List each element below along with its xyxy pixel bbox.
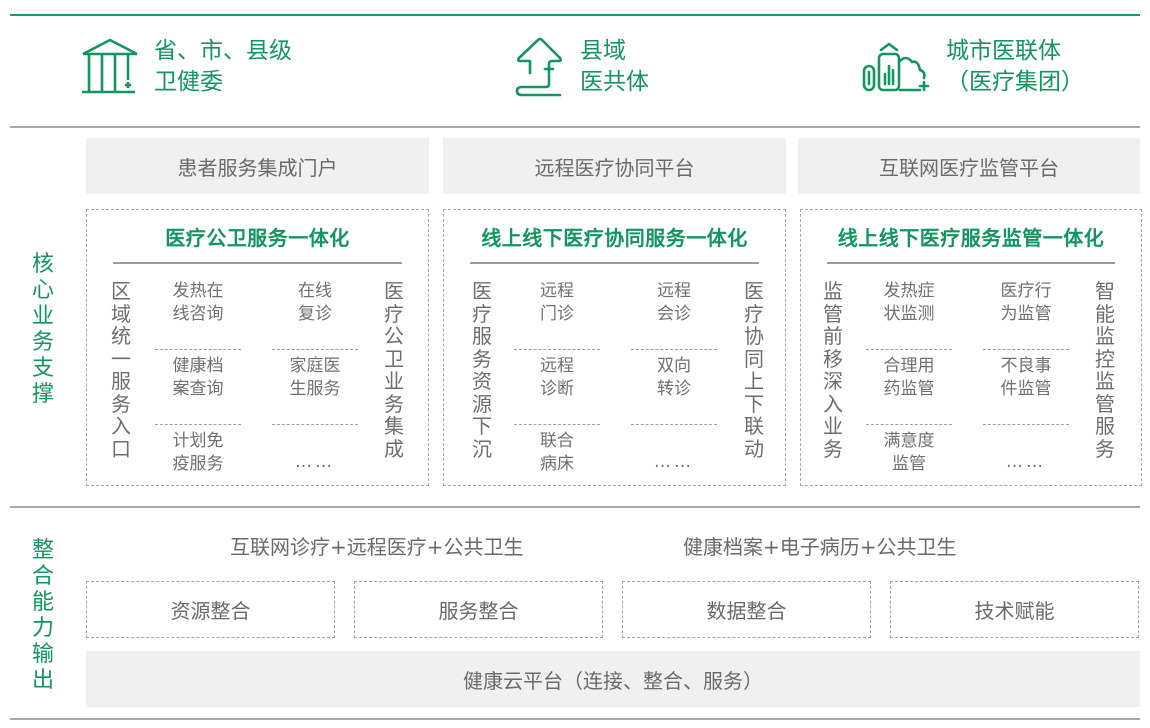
panel-title: 线上线下医疗协同服务一体化 [481,226,748,250]
panel-medical-supervision: 线上线下医疗服务监管一体化 监管 前移 深入 业务 发热症状监测 合理用药监管 … [800,209,1142,486]
service-column-2: 医疗行为监管 不良事件监管 …… [983,280,1069,495]
core-business-support-label: 核 心 业 务 支 撑 [28,252,58,408]
side-char: 整 [31,538,54,563]
city-cloud-icon [862,42,930,92]
ellipsis-cell: …… [654,452,694,472]
panel-title: 线上线下医疗服务监管一体化 [837,226,1105,250]
service-cell: 医疗行为监管 [1000,281,1052,324]
service-column-2: 远程会诊 双向转诊 …… [631,280,717,495]
header-divider [10,126,1140,128]
right-vertical-label: 医疗 公卫 业务 集成 [384,279,404,461]
header-item-county-medical-community: 县域 医共体 [514,36,649,98]
integration-headline-left: 互联网诊疗+远程医疗+公共卫生 [230,535,524,559]
side-char: 合 [31,564,54,589]
integration-headline-right: 健康档案+电子病历+公共卫生 [683,535,957,559]
cell-divider [272,424,358,425]
section-divider [10,506,1140,508]
left-vertical-label: 监管 前移 深入 业务 [823,279,843,461]
remote-medical-platform-bar: 远程医疗协同平台 [443,138,786,194]
header-line-2: 卫健委 [154,69,223,95]
side-char: 输 [31,642,54,667]
panel-title: 医疗公卫服务一体化 [165,226,350,250]
panel-rule [113,262,402,264]
cell-divider [155,424,241,425]
integration-capability-label: 整 合 能 力 输 出 [28,538,58,694]
ellipsis-cell: …… [1006,452,1046,472]
top-rule [10,14,1140,16]
data-integration-box: 数据整合 [622,581,871,638]
service-cell: 在线复诊 [298,281,332,324]
left-vertical-label: 医疗 服务 资源 下沉 [472,279,492,461]
service-cell: 远程门诊 [540,281,574,324]
panel-online-offline-collaboration: 线上线下医疗协同服务一体化 医疗 服务 资源 下沉 远程门诊 远程诊断 联合病床… [443,209,786,486]
header-line-2: （医疗集团） [946,69,1084,95]
cell-divider [866,424,952,425]
cell-divider [514,424,600,425]
side-char: 业 [31,304,54,329]
service-cell: 双向转诊 [657,356,691,399]
service-cell: 健康档案查询 [172,356,224,399]
side-char: 撑 [31,382,54,407]
cell-divider [631,349,717,350]
cell-divider [983,349,1069,350]
side-char: 核 [31,252,54,277]
side-char: 务 [31,330,54,355]
header-item-urban-medical-alliance: 城市医联体 （医疗集团） [862,36,1084,98]
side-char: 出 [31,668,54,693]
service-cell: 远程诊断 [540,356,574,399]
header-item-health-commission: 省、市、县级 卫健委 [80,36,292,98]
cell-divider [514,349,600,350]
bottom-rule [10,718,1140,720]
service-column-1: 远程门诊 远程诊断 联合病床 [514,280,600,495]
service-cell: 家庭医生服务 [289,356,341,399]
side-char: 能 [31,590,54,615]
service-cell: 合理用药监管 [883,356,935,399]
cell-divider [866,349,952,350]
cell-divider [983,424,1069,425]
cell-divider [631,424,717,425]
panel-medical-public-health: 医疗公卫服务一体化 区域 统一 服务 入口 发热在线咨询 健康档案查询 计划免疫… [86,209,429,486]
resource-integration-box: 资源整合 [86,581,335,638]
header-line-2: 医共体 [580,69,649,95]
side-char: 支 [31,356,54,381]
house-arrow-icon [515,37,563,97]
cell-divider [155,349,241,350]
tech-empowerment-box: 技术赋能 [890,581,1139,638]
service-column-1: 发热在线咨询 健康档案查询 计划免疫服务 [155,280,241,495]
right-vertical-label: 医疗 协同 上下 联动 [744,279,764,461]
panel-rule [470,262,759,264]
service-cell: 发热在线咨询 [172,281,224,324]
service-cell: 联合病床 [540,431,574,474]
service-column-1: 发热症状监测 合理用药监管 满意度监管 [866,280,952,495]
patient-service-portal-bar: 患者服务集成门户 [86,138,429,194]
government-building-icon [82,38,138,94]
header-line-1: 县域 [580,38,626,64]
service-column-2: 在线复诊 家庭医生服务 …… [272,280,358,495]
health-cloud-platform-bar: 健康云平台（连接、整合、服务） [86,651,1140,707]
internet-medical-supervision-bar: 互联网医疗监管平台 [798,138,1140,194]
header-line-1: 城市医联体 [946,38,1061,64]
ellipsis-cell: …… [295,452,335,472]
cell-divider [272,349,358,350]
service-cell: 发热症状监测 [883,281,935,324]
right-vertical-label: 智能 监控 监管 服务 [1095,279,1115,461]
service-cell: 远程会诊 [657,281,691,324]
service-cell: 满意度监管 [883,431,935,474]
panel-rule [827,262,1115,264]
side-char: 力 [31,616,54,641]
service-cell: 不良事件监管 [1000,356,1052,399]
service-cell: 计划免疫服务 [172,431,224,474]
left-vertical-label: 区域 统一 服务 入口 [111,279,131,461]
service-integration-box: 服务整合 [354,581,603,638]
header-line-1: 省、市、县级 [154,38,292,64]
side-char: 心 [31,278,54,303]
